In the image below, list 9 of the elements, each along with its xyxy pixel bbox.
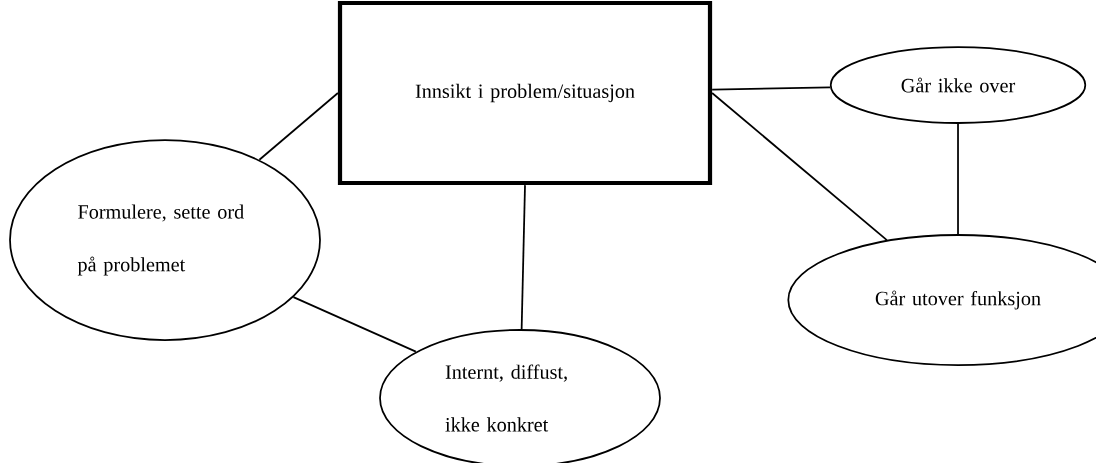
ellipse-node: Formulere, sette ord på problemet [9, 139, 321, 341]
connector-line [292, 296, 417, 353]
connector-line [258, 92, 339, 161]
connector-line [711, 86, 831, 91]
connector-line [520, 184, 526, 330]
connector-line [711, 92, 888, 241]
ellipse-node: Går ikke over [829, 46, 1087, 124]
process-box: Innsikt i problem/situasjon [337, 0, 713, 186]
connector-line [957, 123, 959, 235]
